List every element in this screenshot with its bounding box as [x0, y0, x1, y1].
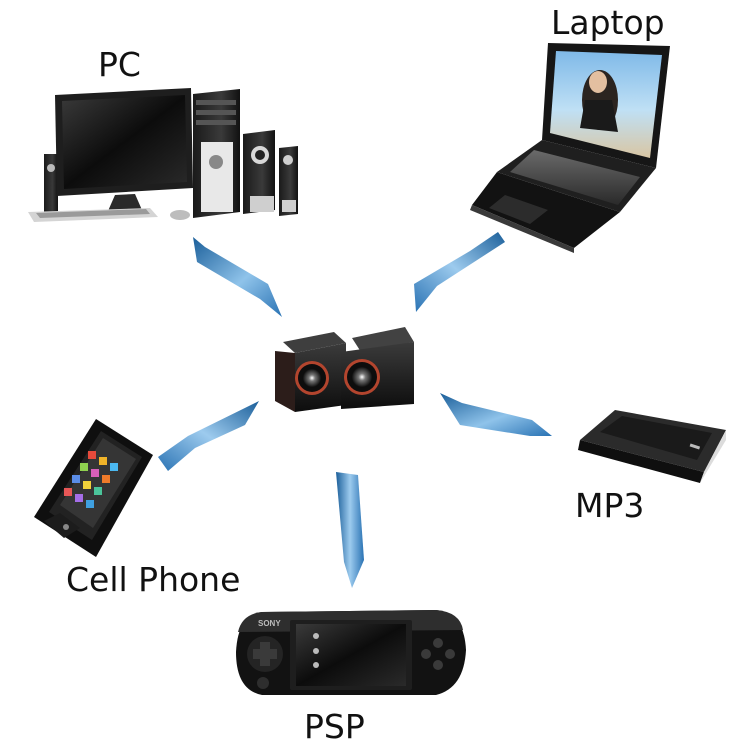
speaker-right	[341, 327, 414, 409]
label-psp: PSP	[304, 707, 365, 746]
label-pc: PC	[98, 45, 141, 84]
arrow-laptop	[414, 232, 505, 312]
psp-image: SONY	[236, 610, 466, 695]
arrow-mp3	[440, 393, 552, 436]
speaker-left	[275, 332, 346, 412]
arrow-cell-phone	[158, 401, 259, 471]
cell-phone-image	[34, 419, 153, 557]
pc-image	[28, 88, 298, 222]
laptop-image	[470, 43, 670, 253]
arrow-psp	[336, 472, 364, 588]
label-laptop: Laptop	[551, 3, 665, 42]
arrow-pc	[193, 237, 282, 317]
label-cell-phone: Cell Phone	[66, 560, 241, 599]
psp-brand-logo: SONY	[258, 619, 281, 628]
label-mp3: MP3	[575, 486, 645, 525]
phone-app-icons	[64, 451, 118, 508]
mp3-image	[578, 410, 726, 483]
